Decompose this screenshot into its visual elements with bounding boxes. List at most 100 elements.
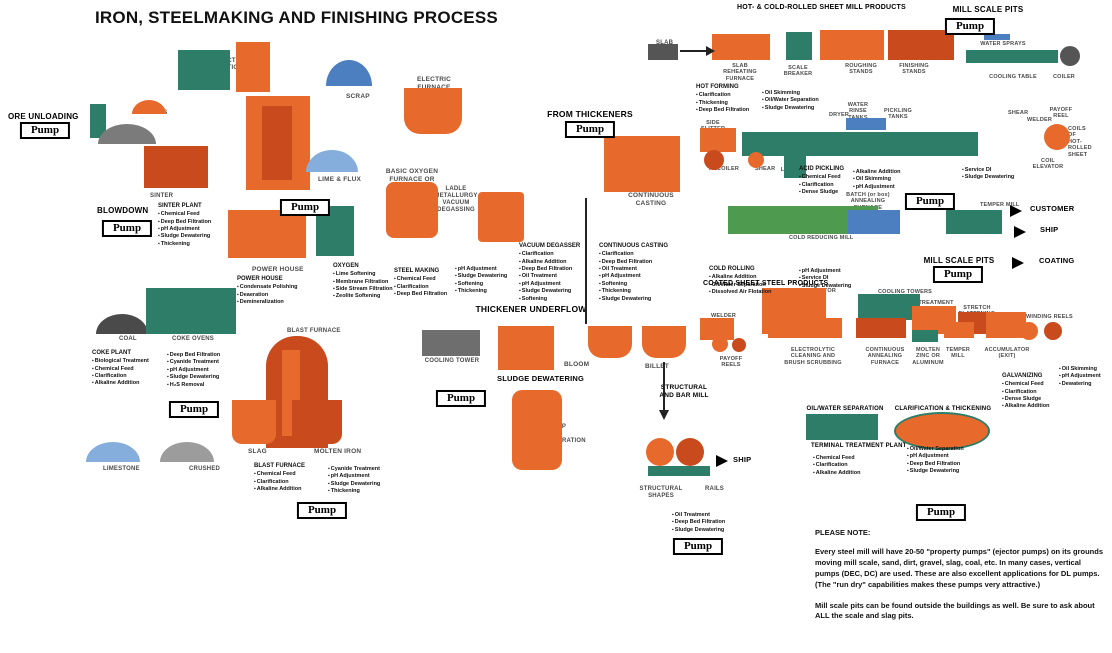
treatment-item-label: Alkaline Addition: [256, 486, 302, 493]
treatment-item-label: pH Adjustment: [160, 226, 200, 233]
mill-roller-graphic: [676, 438, 704, 466]
accumulator-exit-graphic: [986, 312, 1026, 338]
bullet-icon: ▪: [328, 466, 330, 472]
treatment-item-label: Sludge Dewatering: [601, 295, 652, 302]
bullet-icon: ▪: [167, 374, 169, 381]
treatment-list-header: COLD ROLLING: [709, 266, 755, 272]
bullet-icon: ▪: [394, 283, 396, 290]
treatment-list: ▪Oil/Water Separation▪pH Adjustment▪Deep…: [907, 446, 964, 476]
reduction-plant-core-graphic: [262, 106, 292, 180]
bullet-icon: ▪: [853, 176, 855, 183]
treatment-item: ▪Sludge Dewatering: [328, 481, 380, 488]
treatment-item-label: Sludge Dewatering: [909, 468, 960, 475]
bullet-icon: ▪: [762, 104, 764, 111]
treatment-item: ▪Clarification: [813, 462, 861, 469]
bullet-icon: ▪: [709, 281, 711, 288]
bullet-icon: ▪: [672, 512, 674, 518]
treatment-item-label: Side Stream Filtration: [335, 286, 393, 293]
bullet-icon: ▪: [672, 526, 674, 533]
treatment-item: ▪Softening: [519, 296, 580, 303]
treatment-item-label: Clarification: [815, 462, 848, 469]
diagram-label: THICKENER UNDERFLOW: [475, 304, 587, 314]
treatment-item: ▪Sludge Dewatering: [907, 468, 964, 475]
treatment-item-label: Dissolved Air Flotation: [711, 289, 772, 296]
treatment-item-label: Sludge Dewatering: [330, 480, 381, 487]
diagram-label: WELDER: [711, 313, 737, 319]
treatment-item: ▪Sludge Dewatering: [762, 105, 819, 112]
treatment-item-label: Oil Treatment: [601, 266, 637, 273]
diagram-label: ORE UNLOADING: [8, 112, 79, 121]
diagram-label: MILL SCALE PITS: [952, 5, 1024, 14]
bullet-icon: ▪: [696, 107, 698, 114]
coal-pile-graphic: [96, 314, 148, 334]
treatment-item: ▪Dense Sludge: [1002, 396, 1050, 403]
treatment-item: ▪pH Adjustment: [328, 473, 380, 480]
hopper-graphic: [178, 50, 230, 90]
treatment-list: BLAST FURNACE▪Chemical Feed▪Clarificatio…: [254, 463, 305, 493]
flow-arrow: [706, 46, 715, 56]
treatment-item: ▪Deep Bed Filtration: [696, 107, 749, 114]
diagram-label: COILER: [1053, 74, 1075, 80]
diagram-label: CUSTOMER: [1030, 204, 1075, 213]
limestone-pile-graphic: [86, 442, 140, 462]
treatment-item-label: Oil/Water Separation: [711, 281, 766, 288]
bullet-icon: ▪: [333, 293, 335, 300]
treatment-list-header: SINTER PLANT: [158, 203, 202, 209]
continuous-caster-graphic: [604, 136, 680, 192]
bullet-icon: ▪: [92, 358, 94, 365]
bullet-icon: ▪: [328, 488, 330, 495]
treatment-list: OXYGEN▪Lime Softening▪Membrane Filtratio…: [333, 263, 393, 301]
pump-label: Pump: [672, 538, 724, 555]
treatment-item: ▪pH Adjustment: [167, 367, 220, 374]
coiler-graphic: [1060, 46, 1080, 66]
molten-iron-graphic: [292, 400, 342, 444]
diagram-label: SLAG: [248, 448, 267, 455]
diagram-label: BLOOM: [564, 361, 590, 368]
payoff-reel-graphic: [712, 336, 728, 352]
diagram-label: SHEAR: [755, 166, 776, 172]
treatment-item-label: Demineralization: [239, 299, 284, 306]
treatment-item: ▪Alkaline Addition: [519, 259, 580, 266]
treatment-list: ▪Oil Skimming▪Oil/Water Separation▪Sludg…: [762, 90, 819, 112]
flow-line: [680, 50, 708, 52]
treatment-item: ▪Clarification: [394, 284, 447, 291]
flow-arrow: [716, 455, 728, 467]
treatment-item: ▪Clarification: [799, 182, 844, 189]
diagram-label: BLOWDOWN: [97, 206, 149, 215]
bullet-icon: ▪: [853, 183, 855, 190]
diagram-label: WATER RINSE TANKS: [847, 102, 869, 121]
pump-label: Pump: [904, 193, 956, 210]
treatment-list: SINTER PLANT▪Chemical Feed▪Deep Bed Filt…: [158, 203, 211, 248]
treatment-item-label: Clarification: [396, 283, 429, 290]
treatment-list: ▪Deep Bed Filtration▪Cyanide Treatment▪p…: [167, 352, 220, 389]
bullet-icon: ▪: [519, 288, 521, 295]
treatment-list-header: GALVANIZING: [1002, 373, 1043, 379]
treatment-item: ▪Thickening: [328, 488, 380, 495]
bullet-icon: ▪: [158, 226, 160, 233]
treatment-item: ▪Oil Skimming: [853, 176, 901, 183]
power-house-graphic: [228, 210, 306, 258]
treatment-item-label: Clarification: [94, 373, 127, 380]
treatment-item-label: Oil/Water Separation: [909, 446, 964, 452]
bullet-icon: ▪: [254, 486, 256, 493]
diagram-label: TEMPER MILL: [945, 347, 971, 360]
welder-graphic: [700, 318, 734, 340]
treatment-item-label: Sludge Dewatering: [160, 233, 211, 240]
annealing-furnace-graphic: [856, 318, 906, 338]
diagram-label: BLAST FURNACE: [287, 328, 341, 334]
treatment-item-label: Chemical Feed: [801, 174, 841, 181]
treatment-item: ▪Chemical Feed: [1002, 381, 1050, 388]
diagram-label: CLARIFICATION & THICKENING: [894, 406, 992, 412]
slag-pot-graphic: [232, 400, 276, 444]
sinter-plant-graphic: [144, 146, 208, 188]
pump-label: Pump: [168, 401, 220, 418]
diagram-label: PICKLING TANKS: [884, 108, 912, 121]
looping-pit-graphic: [784, 148, 806, 178]
diagram-label: COATING: [1039, 256, 1075, 265]
bullet-icon: ▪: [158, 211, 160, 218]
diagram-label: SLAB REHEATING FURNACE: [723, 63, 757, 82]
flow-arrow: [659, 410, 669, 420]
bullet-icon: ▪: [158, 240, 160, 247]
treatment-item-label: Sludge Dewatering: [764, 104, 815, 111]
bullet-icon: ▪: [158, 218, 160, 225]
